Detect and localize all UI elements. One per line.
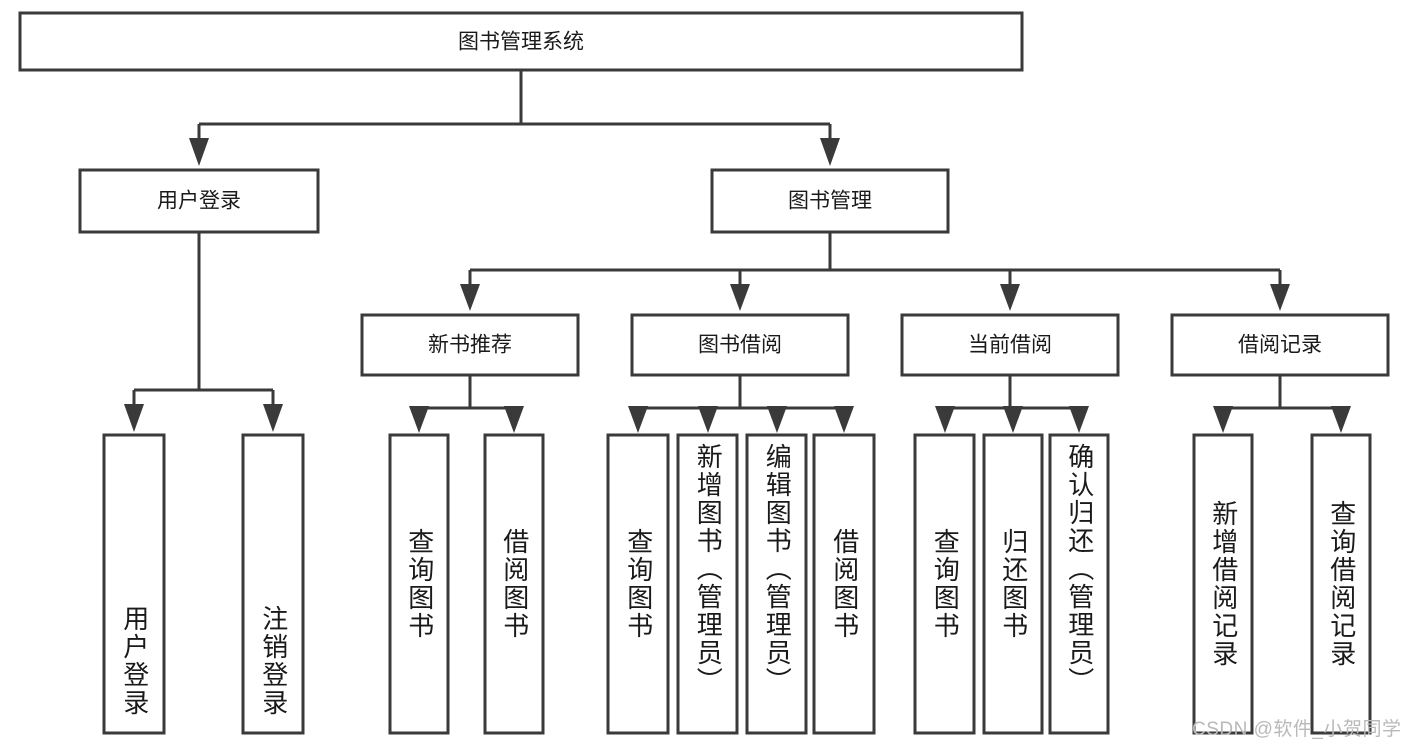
leaf-box-query-borrow-record[interactable] [1310,433,1372,735]
node-current-borrow-label: 当前借阅 [968,334,1052,357]
node-new-book-recommend[interactable]: 新书推荐 [360,313,580,377]
arrow-head-icon [935,406,955,433]
arrow-head-icon [820,138,840,166]
node-root[interactable]: 图书管理系统 [18,11,1024,72]
leaf-box-query-book-cb[interactable] [913,433,976,735]
connector-user-login-to-leaves [124,232,283,432]
leaf-box-query-book-nbr[interactable] [388,433,450,735]
connector-borrow-record-to-leaves [1213,375,1351,433]
connector-root-to-level2 [189,70,840,166]
connector-current-borrow-to-leaves [935,375,1089,433]
arrow-head-icon [730,284,750,311]
node-book-borrow-label: 图书借阅 [698,334,782,357]
arrow-head-icon [1270,284,1290,311]
node-borrow-record-box [1170,313,1390,377]
node-book-borrow-box [630,313,850,377]
node-user-login-label: 用户登录 [157,190,241,213]
leaf-box-confirm-return[interactable] [1048,433,1110,735]
node-book-management-label: 图书管理 [788,190,872,213]
node-new-book-recommend-label: 新书推荐 [428,334,512,357]
leaf-box-borrow-book-nbr[interactable] [483,433,545,735]
node-borrow-record[interactable]: 借阅记录 [1170,313,1390,377]
leaf-box-return-book[interactable] [982,433,1044,735]
connector-book-borrow-to-leaves [628,375,854,433]
node-root-box [18,11,1024,72]
arrow-head-icon [767,406,787,433]
arrow-head-icon [504,406,524,433]
arrow-head-icon [834,406,854,433]
connector-book-management-to-level3 [460,232,1290,311]
leaf-box-add-borrow-record[interactable] [1192,433,1254,735]
node-user-login[interactable]: 用户登录 [78,168,320,234]
leaf-box-add-book-admin[interactable] [676,433,739,735]
leaf-box-user-login[interactable] [102,433,166,735]
leaf-box-borrow-book-bb[interactable] [812,433,876,735]
node-book-borrow[interactable]: 图书借阅 [630,313,850,377]
arrow-head-icon [263,404,283,432]
leaf-box-edit-book-admin[interactable] [745,433,808,735]
node-book-management[interactable]: 图书管理 [710,168,950,234]
node-new-book-recommend-box [360,313,580,377]
arrow-head-icon [1000,284,1020,311]
node-current-borrow-box [900,313,1120,377]
arrow-head-icon [628,406,648,433]
arrow-head-icon [1003,406,1023,433]
arrow-head-icon [1331,406,1351,433]
connector-new-book-recommend-to-leaves [409,375,524,433]
arrow-head-icon [1213,406,1233,433]
csdn-watermark: CSDN @软件_小贺同学 [1192,719,1402,740]
arrow-head-icon [698,406,718,433]
arrow-head-icon [460,284,480,311]
leaf-boxes [102,433,1372,735]
node-book-management-box [710,168,950,234]
node-current-borrow[interactable]: 当前借阅 [900,313,1120,377]
arrow-head-icon [1069,406,1089,433]
node-borrow-record-label: 借阅记录 [1238,334,1322,357]
node-root-label: 图书管理系统 [458,31,584,54]
arrow-head-icon [409,406,429,433]
leaf-box-logout[interactable] [241,433,305,735]
leaf-box-query-book-bb[interactable] [606,433,670,735]
arrow-head-icon [189,138,209,166]
arrow-head-icon [124,404,144,432]
